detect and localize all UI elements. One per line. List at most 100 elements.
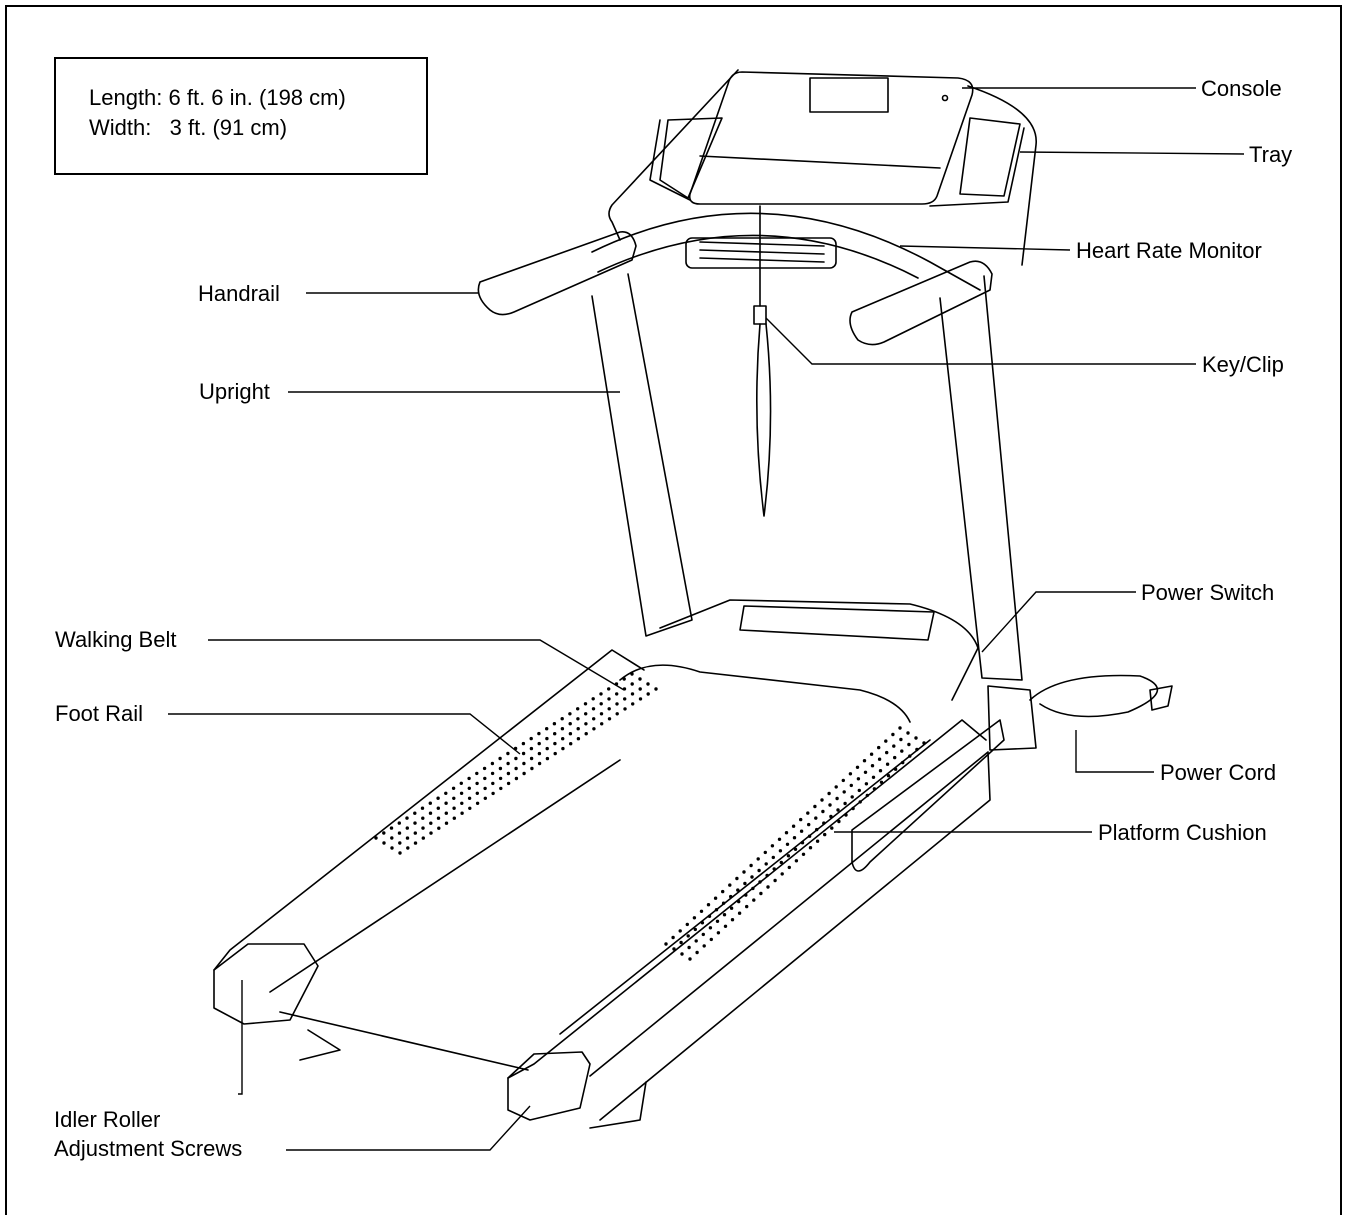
perforation-dot — [452, 816, 456, 820]
perforation-dot — [600, 722, 604, 726]
perforation-dot — [714, 908, 719, 912]
perforation-dot — [429, 831, 433, 835]
perforation-dot — [444, 801, 448, 805]
perforation-dot — [751, 886, 755, 891]
perforation-dot — [623, 697, 627, 701]
perforation-dot — [759, 891, 763, 896]
perforation-dot — [777, 837, 782, 841]
perforation-dot — [413, 811, 417, 815]
perforation-dot — [914, 736, 918, 740]
perforation-dot — [856, 777, 861, 781]
perforation-dot — [694, 939, 698, 943]
perforation-dot — [828, 803, 832, 807]
perforation-dot — [475, 801, 480, 805]
perforation-dot — [499, 786, 503, 791]
perforation-dot — [837, 819, 841, 824]
perforation-dot — [545, 727, 549, 731]
perforation-dot — [893, 755, 897, 760]
perforation-dot — [529, 746, 534, 751]
perforation-dot — [646, 682, 650, 686]
perforation-dot — [483, 786, 487, 791]
perforation-dot — [615, 702, 619, 706]
perforation-dot — [877, 745, 881, 750]
perforation-dot — [885, 762, 890, 766]
perforation-dot — [892, 744, 896, 748]
perforation-dot — [792, 836, 797, 840]
perforation-dot — [778, 849, 783, 853]
perforation-dot — [638, 697, 643, 701]
perforation-dot — [672, 947, 676, 951]
perforation-dot — [820, 798, 824, 802]
perforation-dot — [800, 841, 805, 845]
perforation-dot — [722, 913, 727, 917]
handlebar — [591, 212, 981, 291]
perforation-dot — [808, 846, 813, 850]
perforation-dot — [428, 811, 433, 815]
perforation-dot — [397, 831, 402, 835]
perforation-dot — [706, 903, 711, 907]
perforation-dot — [599, 692, 603, 696]
label-platform-cushion: Platform Cushion — [1098, 820, 1267, 845]
perforation-dot — [638, 677, 642, 681]
label-power-cord: Power Cord — [1160, 760, 1277, 785]
perforation-dot — [870, 764, 875, 768]
perforation-dot — [813, 804, 817, 809]
perforation-dot — [490, 771, 495, 776]
perforation-dot — [821, 809, 825, 814]
perforation-dot — [592, 717, 596, 721]
perforation-dot — [830, 826, 834, 830]
label-walking-belt: Walking Belt — [55, 627, 177, 652]
perforation-dot — [869, 752, 874, 756]
perforation-dot — [545, 736, 549, 741]
perforation-dot — [413, 821, 417, 825]
perforation-dot — [878, 769, 883, 773]
perforation-dot — [721, 901, 726, 905]
leader-lines — [168, 87, 1245, 1151]
label-power-switch: Power Switch — [1141, 580, 1275, 605]
perforation-dot — [922, 741, 926, 745]
perforation-dot — [737, 911, 742, 915]
perforation-dot — [467, 796, 472, 800]
perforation-dot — [900, 749, 904, 753]
perforation-dot — [749, 863, 753, 868]
perforation-dot — [814, 816, 818, 820]
perforation-dot — [750, 875, 754, 879]
perforation-dot — [561, 746, 565, 751]
label-upright: Upright — [199, 379, 270, 404]
perforation-dot — [475, 781, 479, 786]
perforation-dot — [664, 942, 668, 946]
perforation-dot — [884, 739, 888, 743]
perforation-dot — [763, 850, 767, 855]
perforation-dot — [886, 774, 891, 778]
perforation-dot — [752, 898, 756, 902]
perforation-dot — [560, 727, 565, 731]
perforation-dot — [615, 712, 619, 716]
perforation-dot — [630, 672, 634, 676]
perforation-dot — [468, 806, 472, 810]
perforation-dot — [576, 737, 581, 741]
perforation-dot — [766, 885, 770, 889]
perforation-dot — [552, 722, 557, 726]
perforation-dot — [899, 737, 903, 742]
perforation-dot — [893, 767, 898, 771]
perforation-dot — [584, 732, 588, 736]
perforation-dot — [908, 754, 912, 758]
perforation-dot — [506, 771, 511, 776]
perforation-dot — [678, 929, 682, 933]
perforation-dot — [770, 844, 775, 848]
perforation-dot — [522, 771, 526, 776]
perforation-dot — [437, 826, 441, 830]
perforation-dot — [907, 742, 911, 747]
perforation-dot — [382, 831, 386, 835]
perforation-dot — [901, 760, 905, 765]
perforation-dot — [716, 931, 721, 935]
perforation-dot — [729, 906, 734, 910]
perforation-dot — [630, 692, 635, 696]
perforation-dot — [560, 717, 564, 721]
label-handrail: Handrail — [198, 281, 280, 306]
perforation-dot — [506, 761, 510, 766]
perforation-dot — [584, 722, 588, 726]
perforation-dot — [405, 816, 409, 820]
perforation-dot — [863, 770, 868, 774]
